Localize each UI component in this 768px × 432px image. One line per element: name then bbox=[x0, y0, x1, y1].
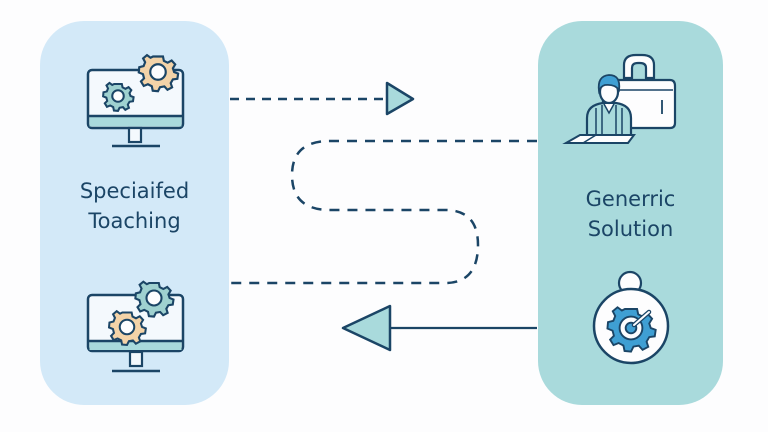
gear-target-icon bbox=[592, 270, 670, 365]
generic-solution-label: Generric Solution bbox=[538, 184, 723, 244]
monitor-gears-icon bbox=[86, 280, 185, 373]
gear-icon bbox=[102, 81, 135, 112]
gear-icon bbox=[134, 280, 175, 318]
connector-right-to-left bbox=[341, 304, 537, 352]
gear-icon bbox=[108, 310, 147, 346]
connector-winding-path bbox=[230, 139, 537, 285]
arrowhead-left-icon bbox=[341, 304, 392, 352]
label-line: Solution bbox=[587, 217, 674, 241]
gear-icon bbox=[137, 54, 180, 93]
label-line: Speciaifed bbox=[79, 179, 190, 203]
arrowhead-right-icon bbox=[385, 81, 415, 116]
label-line: Toaching bbox=[88, 209, 181, 233]
monitor-gears-icon bbox=[86, 54, 185, 148]
specialized-teaching-label: Speciaifed Toaching bbox=[40, 176, 229, 236]
connector-left-to-right bbox=[230, 81, 415, 116]
person-briefcase-icon bbox=[562, 53, 677, 144]
label-line: Generric bbox=[585, 187, 676, 211]
